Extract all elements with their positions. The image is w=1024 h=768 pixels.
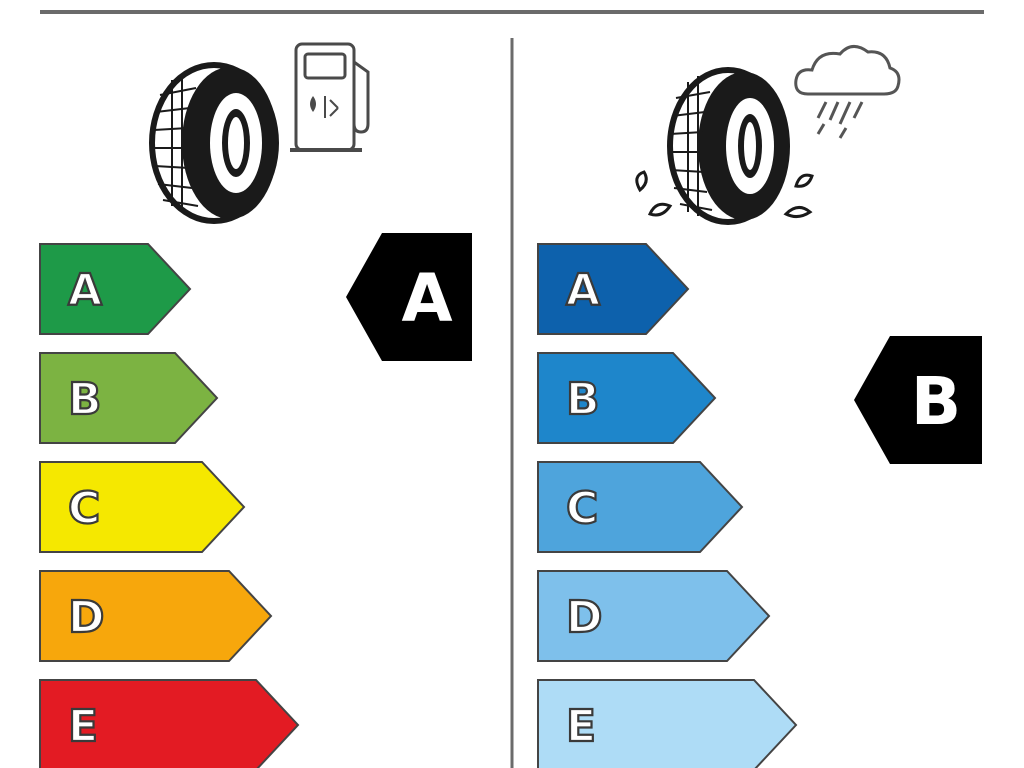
fuel-class-e-label: E [68,701,98,752]
tire-icon [635,67,814,225]
tire-icon [149,62,279,224]
wet-grip-class-d-bar [537,570,771,662]
wet-grip-class-e-label: E [566,701,596,752]
wet-grip-class-e-bar [537,679,798,768]
fuel-class-d-bar [39,570,273,662]
fuel-class-c-bar [39,461,246,553]
fuel-panel: A B C D E A [39,42,472,768]
fuel-class-c-label: C [68,483,100,534]
fuel-rating-letter: A [401,260,452,337]
wet-grip-class-c-bar [537,461,744,553]
wet-grip-class-b-label: B [566,374,600,425]
fuel-class-a-bar [39,243,192,335]
fuel-class-b-label: B [68,374,102,425]
wet-grip-class-b-bar [537,352,717,444]
fuel-pump-icon [290,42,370,152]
wet-grip-rating-badge: B [854,336,982,464]
fuel-class-a-label: A [68,265,102,316]
wet-grip-rating-letter: B [911,363,961,440]
wet-grip-class-a-label: A [566,265,600,316]
wet-grip-class-d-label: D [566,592,603,643]
wet-grip-panel: A B C D E B [537,45,982,768]
wet-grip-scale: A B C D E [537,243,798,768]
fuel-class-d-label: D [68,592,105,643]
rain-cloud-icon [794,45,901,139]
wet-grip-class-a-bar [537,243,690,335]
fuel-class-b-bar [39,352,219,444]
fuel-rating-badge: A [346,233,472,361]
wet-grip-class-c-label: C [566,483,598,534]
fuel-efficiency-scale: A B C D E [39,243,300,768]
fuel-class-e-bar [39,679,300,768]
